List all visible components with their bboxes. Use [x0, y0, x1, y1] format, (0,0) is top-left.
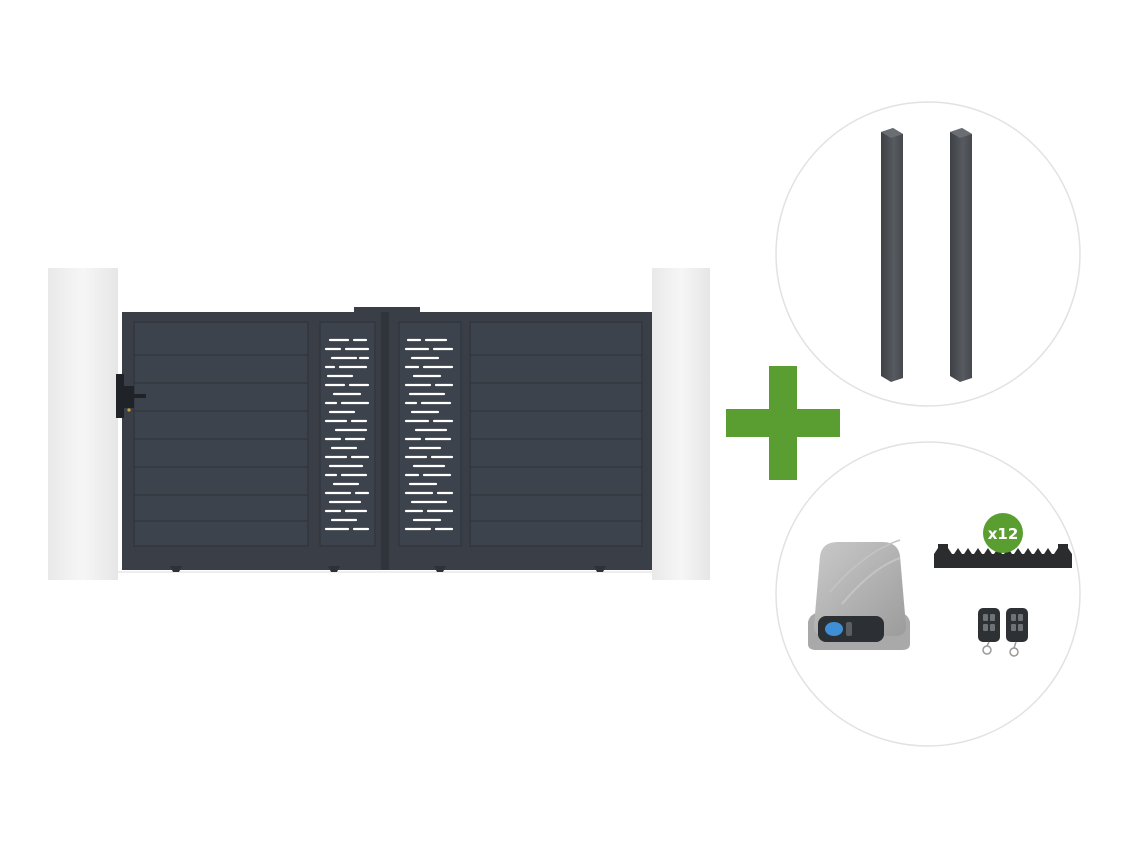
motor-kit-panel: x12 [775, 441, 1081, 747]
gate-motor [808, 539, 910, 650]
remote-control-1 [978, 608, 1000, 655]
gate-top-cap [354, 307, 420, 313]
remote-controls [978, 608, 1028, 657]
quantity-badge: x12 [983, 513, 1023, 553]
gear-rack [934, 544, 1072, 568]
posts-panel [775, 101, 1081, 407]
gate-center-post [381, 312, 389, 570]
gate-post-right [950, 128, 972, 382]
sliding-gate [48, 268, 710, 580]
gate-left-leaf [133, 321, 376, 547]
right-decorative-slots [404, 338, 454, 531]
gate-board-lines [134, 354, 642, 522]
right-pillar [652, 268, 710, 580]
gate-right-leaf [398, 321, 643, 547]
quantity-badge-label: x12 [988, 525, 1019, 543]
left-decorative-slots [324, 338, 370, 531]
left-pillar [48, 268, 118, 580]
gate-lock-handle [116, 374, 146, 418]
plus-icon [726, 366, 840, 480]
remote-control-2 [1006, 608, 1028, 657]
gate-post-left [881, 128, 903, 382]
gate-wheels [170, 566, 606, 572]
